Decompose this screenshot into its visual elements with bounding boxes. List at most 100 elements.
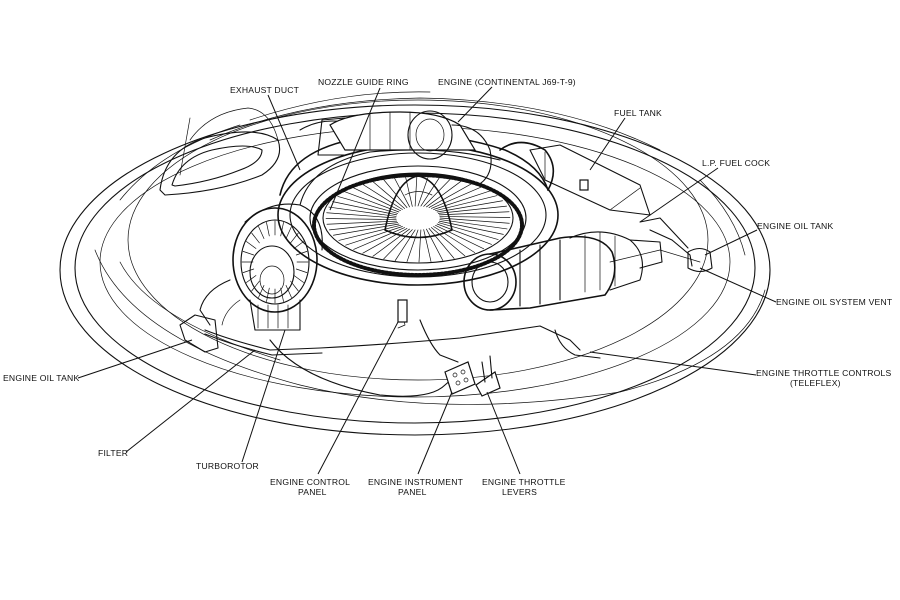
rotor-blade bbox=[338, 224, 401, 241]
engine-control-panel bbox=[397, 299, 408, 323]
rotor-blade bbox=[437, 205, 507, 214]
engine-vane bbox=[290, 232, 299, 244]
label-engine-instrument-panel: ENGINE INSTRUMENT bbox=[368, 477, 464, 487]
rotor-blade bbox=[426, 228, 444, 261]
oil-tank-left bbox=[179, 314, 219, 353]
engine-vane bbox=[280, 287, 284, 302]
label-engine-oil-tank-right: ENGINE OIL TANK bbox=[757, 221, 833, 231]
engine-vane bbox=[280, 222, 284, 237]
right-engine bbox=[463, 231, 663, 311]
engine-vane bbox=[251, 280, 260, 292]
rotor-blade bbox=[394, 229, 416, 261]
rotor-blade bbox=[337, 196, 399, 214]
label-engine: ENGINE (CONTINENTAL J69-T-9) bbox=[438, 77, 576, 87]
rotor-blade bbox=[423, 229, 432, 262]
rotor-blade bbox=[325, 218, 397, 220]
rotor-blade bbox=[328, 206, 397, 217]
engine-vane bbox=[251, 232, 260, 244]
rotor-blade bbox=[433, 226, 476, 253]
label-fuel-tank: FUEL TANK bbox=[614, 108, 662, 118]
rotor-blade bbox=[406, 229, 419, 263]
rotor-blade bbox=[383, 229, 413, 260]
rotor-blade bbox=[417, 173, 430, 207]
rotor-blade bbox=[431, 186, 483, 209]
piping-and-cables bbox=[199, 217, 701, 397]
rotor-blade bbox=[370, 179, 405, 209]
rotor-blade bbox=[428, 182, 474, 208]
engine-vane bbox=[246, 241, 257, 249]
rotor-blade bbox=[414, 173, 418, 207]
rotor-blade bbox=[423, 176, 453, 207]
label-engine-control-panel: ENGINE CONTROL bbox=[270, 477, 350, 487]
turborotor-blades bbox=[325, 173, 511, 263]
rotor-blade bbox=[438, 211, 510, 216]
rotor-blade bbox=[439, 219, 508, 230]
engine-vane bbox=[246, 275, 257, 283]
engine-vane bbox=[258, 285, 265, 298]
engine-vane bbox=[295, 251, 308, 256]
rotor-blade bbox=[431, 227, 466, 257]
rotor-blade bbox=[333, 223, 400, 236]
engine-vane bbox=[266, 222, 270, 237]
rotor-blade bbox=[420, 175, 442, 207]
oil-tank-right bbox=[687, 247, 713, 273]
label-exhaust-duct: EXHAUST DUCT bbox=[230, 85, 300, 95]
label-engine-instrument-panel-2: PANEL bbox=[398, 487, 427, 497]
engine-vane bbox=[293, 241, 304, 249]
rotor-blade bbox=[381, 177, 408, 208]
left-engine-vanes bbox=[241, 220, 309, 304]
engine-vane bbox=[290, 280, 299, 292]
label-engine-control-panel-2: PANEL bbox=[298, 487, 327, 497]
rotor-blade bbox=[344, 191, 400, 213]
label-engine-throttle-levers: ENGINE THROTTLE bbox=[482, 477, 566, 487]
rotor-blade bbox=[435, 224, 485, 250]
engine-vane bbox=[285, 226, 292, 239]
rotor-blade bbox=[345, 226, 403, 246]
rotor-blade bbox=[372, 228, 410, 257]
rotor-blade bbox=[392, 175, 410, 208]
label-engine-throttle-levers-2: LEVERS bbox=[502, 487, 537, 497]
engine-vane bbox=[293, 275, 304, 283]
leader-lines bbox=[77, 86, 777, 475]
rotor-blade bbox=[439, 217, 510, 224]
turborotor-fan bbox=[277, 144, 559, 286]
engine-vane bbox=[242, 268, 255, 273]
rotor-blade bbox=[332, 201, 398, 216]
rotor-blade bbox=[428, 228, 455, 259]
rotor-blade bbox=[351, 186, 401, 212]
label-filter: FILTER bbox=[98, 448, 128, 458]
rotor-blade bbox=[404, 174, 413, 207]
rotor-blade bbox=[438, 220, 504, 235]
cockpit-canopy bbox=[159, 107, 281, 196]
rotor-blade bbox=[353, 227, 405, 250]
label-nozzle-guide-ring: NOZZLE GUIDE RING bbox=[318, 77, 409, 87]
rotor-blade bbox=[418, 229, 422, 263]
engine-vane bbox=[242, 251, 255, 256]
rotor-blade bbox=[436, 200, 503, 213]
rotor-blade bbox=[437, 222, 499, 240]
label-engine-oil-system-vent: ENGINE OIL SYSTEM VENT bbox=[776, 297, 893, 307]
rotor-blade bbox=[436, 223, 492, 245]
label-engine-throttle-controls-teleflex: (TELEFLEX) bbox=[790, 378, 841, 388]
labels: EXHAUST DUCT NOZZLE GUIDE RING ENGINE (C… bbox=[3, 77, 893, 497]
rotor-blade bbox=[329, 222, 399, 231]
label-turborotor: TURBOROTOR bbox=[196, 461, 259, 471]
rotor-blade bbox=[435, 195, 498, 212]
rotor-blade bbox=[433, 190, 491, 210]
rotor-blade bbox=[362, 228, 408, 254]
rotor-blade bbox=[426, 179, 464, 208]
label-engine-throttle-controls: ENGINE THROTTLE CONTROLS bbox=[756, 368, 892, 378]
rotor-blade bbox=[326, 212, 397, 219]
rotor-blade bbox=[439, 216, 511, 218]
engine-vane bbox=[258, 226, 265, 239]
label-lp-fuel-cock: L.P. FUEL COCK bbox=[702, 158, 770, 168]
engine-vane bbox=[295, 268, 308, 273]
label-engine-oil-tank-left: ENGINE OIL TANK bbox=[3, 373, 79, 383]
instrument-panel bbox=[444, 361, 476, 395]
engine-vane bbox=[285, 285, 292, 298]
rotor-blade bbox=[360, 183, 403, 210]
engine-vane bbox=[266, 287, 270, 302]
throttle-levers bbox=[475, 355, 501, 397]
left-engine bbox=[232, 203, 323, 331]
